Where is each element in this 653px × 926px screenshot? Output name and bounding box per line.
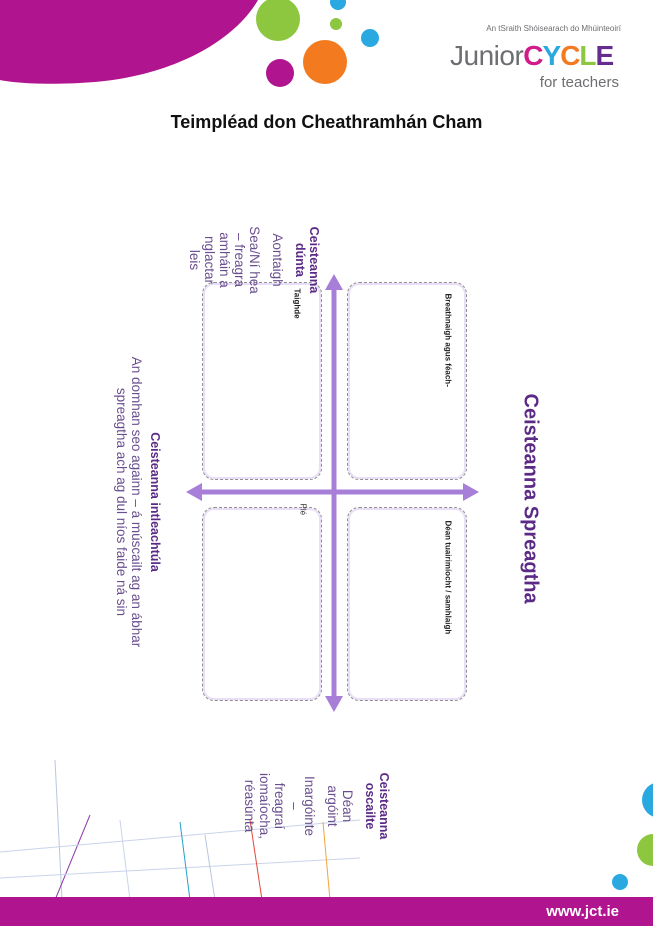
closed-line: leis <box>187 249 202 271</box>
logo-subtitle: for teachers <box>539 74 619 91</box>
quadrant-label-top-right: Breathnaigh agus féach- <box>443 293 453 387</box>
closed-line: Aontaigh <box>270 233 285 287</box>
main-heading: Ceisteanna Spreagtha <box>519 393 542 604</box>
quadrant-bottom-left <box>202 507 322 701</box>
axis-arrow-top <box>325 274 343 290</box>
intellectual-line: spreagtha ach ag dul níos faide ná sin <box>114 387 129 617</box>
logo-letter: E <box>595 40 615 71</box>
logo: JuniorCYCLE <box>450 40 615 72</box>
right-green-circle-decor <box>637 834 653 866</box>
open-line: réasúnta <box>242 779 257 833</box>
open-line: freagraí <box>272 782 287 830</box>
logo-junior: Junior <box>450 40 524 71</box>
small-green-circle-decor <box>330 18 342 30</box>
logo-cycle: CYCLE <box>523 40 615 71</box>
green-circle-decor <box>256 0 300 41</box>
quadrant-top-left <box>202 282 322 480</box>
open-line: iomaíocha, <box>257 772 272 840</box>
logo-letter: C <box>560 40 580 71</box>
logo-letter: L <box>579 40 596 71</box>
open-questions-block: Ceisteanna oscailte Déan argóint Inargói… <box>191 761 391 851</box>
quadrant-label-bottom-right: Déan tuairimíocht / samhlaigh <box>443 520 453 635</box>
line-art-decor <box>0 759 361 901</box>
footer-bar: www.jct.ie <box>0 897 653 926</box>
closed-line: nglactar <box>202 235 217 285</box>
org-name: An tSraith Shóisearach do Mhúinteoirí <box>486 24 621 33</box>
quadrant-label-bottom-left: Plé <box>298 503 308 516</box>
open-line: argóint <box>325 785 340 827</box>
axis-arrow-bottom <box>325 696 343 712</box>
orange-circle-decor <box>303 40 347 84</box>
open-line: Inargóinte <box>302 775 317 837</box>
axis-arrow-left <box>186 483 202 501</box>
open-line: – <box>287 802 302 810</box>
quadrant-bottom-right <box>347 507 467 701</box>
right-blue-circle-decor <box>642 783 653 817</box>
magenta-circle-decor <box>266 59 294 87</box>
open-line: Déan <box>340 789 355 823</box>
closed-line: amháin a <box>217 232 232 288</box>
footer-url-link[interactable]: www.jct.ie <box>546 903 619 920</box>
closed-questions-heading: Ceisteanna dúnta <box>293 226 321 294</box>
closed-line: – freagra <box>232 232 247 288</box>
right-small-blue-circle-decor <box>612 874 628 890</box>
open-questions-heading: Ceisteanna oscailte <box>363 772 391 840</box>
top-corner-swoosh <box>0 0 258 84</box>
closed-questions-block: Ceisteanna dúnta Aontaigh Sea/Ní hea – f… <box>141 215 321 305</box>
page-title: Teimpléad don Cheathramhán Cham <box>170 112 483 132</box>
intellectual-questions-block: Ceisteanna intleachtúla An domhan seo ag… <box>102 342 162 662</box>
closed-line: Sea/Ní hea <box>247 226 262 294</box>
quadrant-top-right <box>347 282 467 480</box>
small-blue-circle-decor <box>330 0 346 10</box>
intellectual-questions-heading: Ceisteanna intleachtúla <box>148 432 162 572</box>
logo-letter: Y <box>542 40 562 71</box>
intellectual-line: An domhan seo againn – á múscailt ag an … <box>129 356 144 648</box>
logo-letter: C <box>523 40 543 71</box>
axis-arrow-right <box>463 483 479 501</box>
blue-circle-decor <box>361 29 379 47</box>
